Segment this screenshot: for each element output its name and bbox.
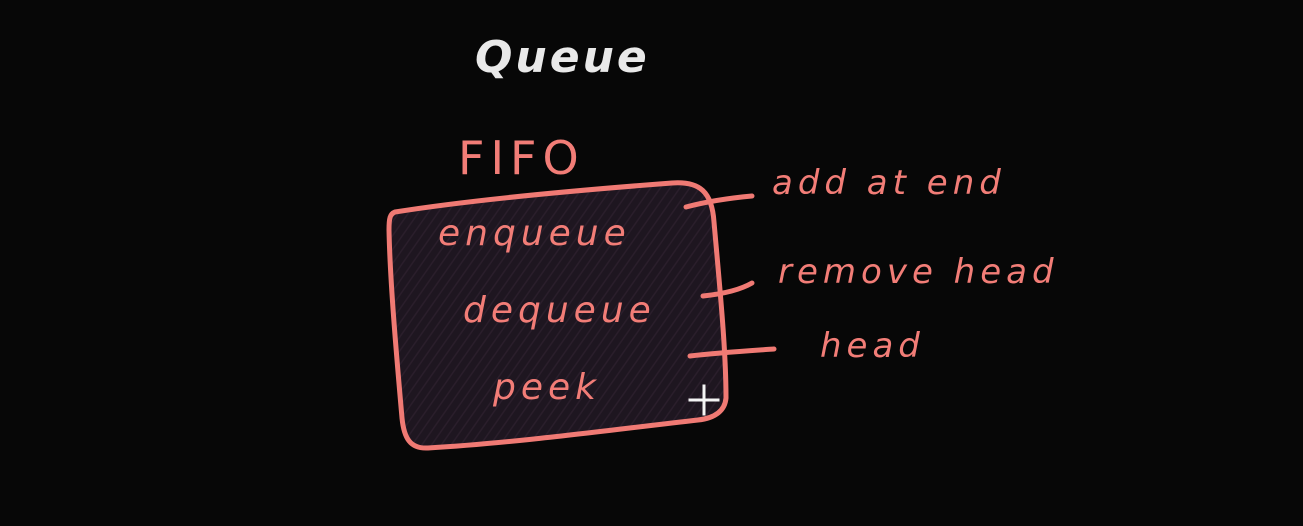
note-dequeue: remove head [778,252,1059,292]
connector-dequeue [700,280,755,299]
connector-peek [687,346,777,359]
queue-box [386,180,729,451]
diagram-title: Queue [475,32,650,83]
connector-enqueue [683,193,755,210]
crosshair-cursor-icon [688,384,720,416]
operation-peek: peek [492,367,601,408]
note-peek: head [820,326,925,366]
note-enqueue: add at end [772,163,1006,203]
operation-dequeue: dequeue [463,290,656,331]
fifo-label: FIFO [458,131,585,185]
operation-enqueue: enqueue [438,213,631,254]
